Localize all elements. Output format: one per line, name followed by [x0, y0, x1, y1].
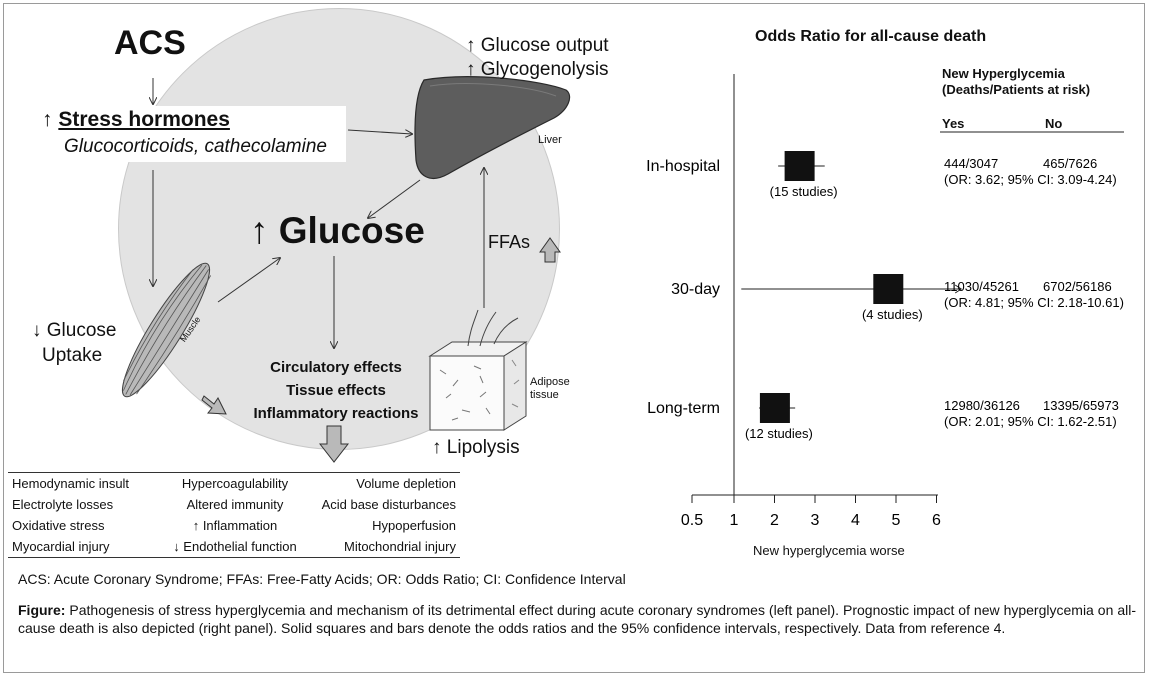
col-no-label: No	[1045, 116, 1063, 131]
x-tick-label: 2	[770, 512, 779, 529]
glucose-output-label: ↑ Glucose output	[466, 35, 609, 56]
no-value: 465/7626	[1043, 156, 1097, 171]
or-square	[759, 393, 790, 423]
muscle-to-glucose-arrow	[217, 258, 280, 303]
adipose-label-line1: Adipose	[530, 376, 570, 388]
x-tick-label: 6	[932, 512, 941, 529]
table-row: Myocardial injury ↓ Endothelial function…	[8, 536, 460, 557]
glucose-uptake-label: ↓ Glucose Uptake	[32, 318, 116, 368]
yes-value: 444/3047	[944, 156, 998, 171]
abbreviations-caption: ACS: Acute Coronary Syndrome; FFAs: Free…	[18, 571, 626, 587]
lipolysis-label: ↑ Lipolysis	[432, 437, 520, 458]
table-cell: ↑ Inflammation	[192, 518, 278, 533]
liver-to-glucose-arrow	[368, 179, 421, 218]
stress-hormones-title: Stress hormones	[58, 108, 230, 131]
stress-box	[34, 106, 346, 162]
x-tick-label: 5	[892, 512, 901, 529]
figure-caption-text: Pathogenesis of stress hyperglycemia and…	[18, 602, 1136, 636]
or-ci-text: (OR: 2.01; 95% CI: 1.62-2.51)	[944, 414, 1117, 429]
study-count: (4 studies)	[862, 307, 923, 322]
x-axis-label: New hyperglycemia worse	[753, 543, 905, 558]
table-cell: Oxidative stress	[12, 518, 105, 533]
glycogenolysis-label: ↑ Glycogenolysis	[466, 59, 609, 80]
table-cell: Altered immunity	[186, 497, 284, 512]
yes-value: 12980/36126	[944, 398, 1020, 413]
stress-up-arrow: ↑	[42, 108, 53, 131]
effects-list: Circulatory effects Tissue effects Infla…	[248, 356, 424, 425]
glucose-uptake-line1: ↓ Glucose	[32, 320, 117, 341]
row-label: 30-day	[671, 281, 720, 298]
liver-effects: ↑ Glucose output ↑ Glycogenolysis	[466, 34, 609, 82]
table-cell: Hypercoagulability	[181, 476, 289, 491]
figure-caption-label: Figure:	[18, 602, 66, 618]
forest-plot: 0.5 1 2 3 4 5 6 In-hospital (15 studies) 444/3047…	[646, 74, 1124, 529]
figure-frame	[3, 3, 1145, 673]
table-row: Electrolyte losses Altered immunity Acid…	[8, 494, 460, 515]
stress-to-liver-arrow	[347, 129, 412, 134]
adipose-label-line2: tissue	[530, 389, 559, 401]
col-yes-label: Yes	[942, 116, 965, 131]
table-row: Hemodynamic insult Hypercoagulability Vo…	[8, 473, 460, 494]
x-tick-label: 0.5	[681, 512, 703, 529]
study-count: (15 studies)	[770, 184, 838, 199]
x-tick-label: 4	[851, 512, 860, 529]
row-label: Long-term	[647, 400, 720, 417]
stress-hormones-label: ↑ Stress hormones	[42, 108, 230, 132]
effects-table: Hemodynamic insult Hypercoagulability Vo…	[8, 472, 460, 558]
effects-down-arrow	[318, 425, 350, 463]
stress-hormones-sub: Glucocorticoids, cathecolamine	[64, 136, 327, 157]
effect-item: Tissue effects	[286, 382, 386, 399]
column-header: New Hyperglycemia (Deaths/Patients at ri…	[942, 66, 1090, 98]
ffas-label: FFAs	[488, 232, 531, 252]
pathway-arrows	[121, 76, 571, 463]
liver-label: Liver	[538, 134, 562, 146]
or-square	[873, 274, 904, 304]
no-value: 13395/65973	[1043, 398, 1119, 413]
figure-caption: Figure: Pathogenesis of stress hyperglyc…	[18, 601, 1136, 637]
table-cell: Acid base disturbances	[321, 497, 456, 512]
column-header-line2: (Deaths/Patients at risk)	[942, 82, 1091, 97]
ffas-up-arrow	[539, 237, 561, 263]
row-label: In-hospital	[646, 158, 720, 175]
x-tick-label: 1	[730, 512, 739, 529]
table-cell: Hemodynamic insult	[12, 476, 130, 491]
yes-value: 11030/45261	[944, 279, 1019, 294]
glucose-label: ↑ Glucose	[250, 210, 425, 251]
column-header-line1: New Hyperglycemia	[942, 66, 1065, 81]
table-cell: Mitochondrial injury	[343, 539, 456, 554]
forest-plot-title: Odds Ratio for all-cause death	[755, 28, 987, 45]
ci-arrow-icon	[954, 284, 963, 294]
or-ci-text: (OR: 3.62; 95% CI: 3.09-4.24)	[944, 172, 1117, 187]
study-count: (12 studies)	[745, 426, 813, 441]
table-cell: Volume depletion	[356, 476, 456, 491]
table-row: Oxidative stress ↑ Inflammation Hypoperf…	[8, 515, 460, 536]
or-square	[784, 151, 815, 181]
x-tick-label: 3	[811, 512, 820, 529]
liver-illustration	[414, 76, 571, 179]
or-ci-text: (OR: 4.81; 95% CI: 2.18-10.61)	[944, 295, 1124, 310]
no-value: 6702/56186	[1043, 279, 1112, 294]
adipose-label: Adipose tissue	[530, 376, 570, 402]
table-cell: Myocardial injury	[12, 539, 110, 554]
acs-label: ACS	[114, 24, 186, 62]
table-cell: ↓ Endothelial function	[173, 539, 297, 554]
table-cell: Hypoperfusion	[372, 518, 456, 533]
table-cell: Electrolyte losses	[12, 497, 114, 512]
muscle-diagonal-arrow	[201, 395, 227, 415]
glucose-uptake-line2: Uptake	[42, 345, 103, 366]
adipose-illustration	[428, 309, 528, 431]
muscle-illustration	[121, 262, 212, 398]
effect-item: Circulatory effects	[270, 359, 402, 376]
effect-item: Inflammatory reactions	[253, 405, 419, 422]
